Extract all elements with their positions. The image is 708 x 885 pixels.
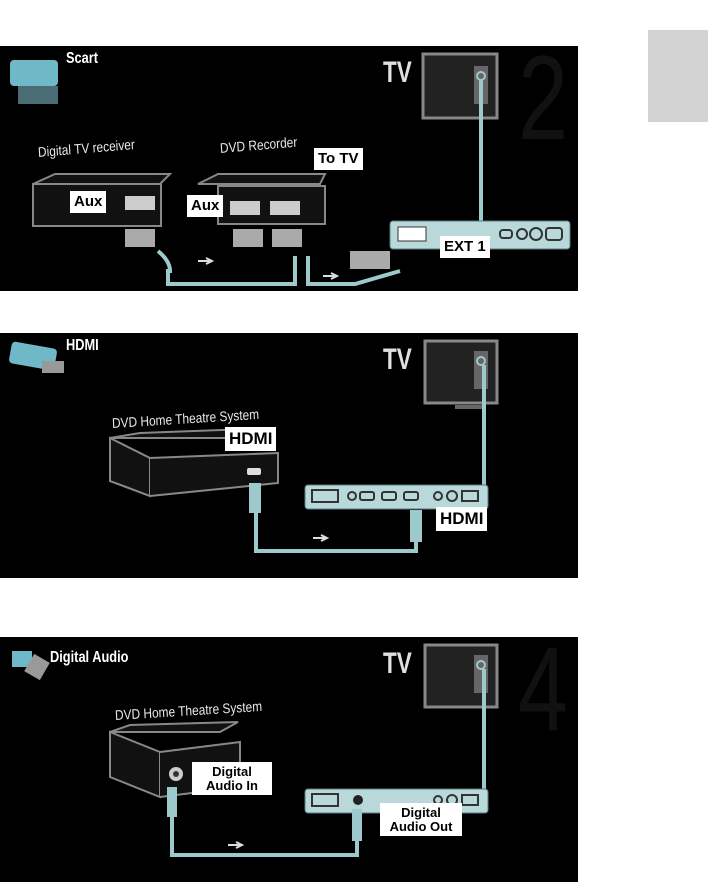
digital-audio-diagram-graphics <box>12 643 499 857</box>
tv-label: TV <box>383 56 412 89</box>
arrow-icon <box>323 272 340 280</box>
panel-title: Digital Audio <box>50 649 129 666</box>
hdmi-tv-label: HDMI <box>436 507 488 531</box>
tv-connector-panel <box>304 484 489 510</box>
hdmi-icon <box>9 341 64 373</box>
panel-title: HDMI <box>66 337 99 354</box>
aux-label: Aux <box>187 195 224 217</box>
hdmi-device-label: HDMI <box>225 427 277 451</box>
scart-icon <box>10 60 58 104</box>
arrow-icon <box>313 534 330 542</box>
tv-label: TV <box>383 343 412 376</box>
tv-label: TV <box>383 647 412 680</box>
hdmi-diagram: HDMI TV DVD Home Theatre System HDMI HDM… <box>0 333 578 578</box>
digital-audio-icon <box>12 651 50 681</box>
chapter-tab <box>648 30 708 122</box>
tv-icon <box>423 643 499 709</box>
ext1-label: EXT 1 <box>440 236 490 258</box>
home-theatre-box <box>109 427 279 498</box>
digital-audio-out-label: Digital Audio Out <box>380 803 462 837</box>
scart-diagram-graphics <box>10 52 571 286</box>
hdmi-diagram-graphics <box>9 339 499 553</box>
arrow-icon <box>228 841 245 849</box>
digital-audio-diagram: Digital Audio TV 4 DVD Home Theatre Syst… <box>0 637 578 882</box>
arrow-icon <box>198 257 215 265</box>
tv-connector-panel <box>389 220 571 250</box>
scart-diagram: Scart TV 2 Digital TV receiver DVD Recor… <box>0 46 578 291</box>
tv-icon <box>423 339 499 409</box>
step-number: 4 <box>518 637 569 756</box>
digital-audio-in-label: Digital Audio In <box>192 762 272 796</box>
tv-icon <box>421 52 499 120</box>
to-tv-label: To TV <box>314 148 363 170</box>
step-number: 2 <box>518 46 569 165</box>
panel-title: Scart <box>66 50 99 67</box>
aux-label: Aux <box>70 191 107 213</box>
